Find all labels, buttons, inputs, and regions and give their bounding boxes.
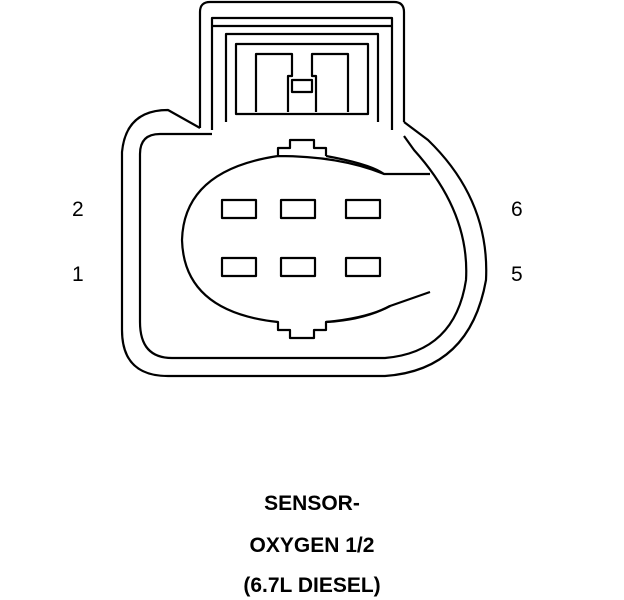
pin-cavity-right-edge [325,154,391,324]
connector-housing-inner [138,132,468,360]
locking-tab-outer [198,0,406,128]
terminal-pin-2 [220,198,258,220]
terminal-top-middle [279,198,317,220]
caption-line-3: (6.7L DIESEL) [243,574,381,597]
pin-label-1: 1 [72,263,84,286]
terminal-pin-6 [344,198,382,220]
caption-line-2: OXYGEN 1/2 [249,534,375,557]
caption-line-1: SENSOR- [264,492,360,515]
terminal-pin-5 [344,256,382,278]
pin-label-5: 5 [511,263,523,286]
connector-housing-outer [120,108,488,378]
pin-cavity [180,138,431,340]
latch-left-finger [254,52,294,112]
latch-right-finger [310,52,350,112]
pin-label-6: 6 [511,198,523,221]
pin-label-2: 2 [72,198,84,221]
terminal-pin-1 [220,256,258,278]
terminal-bottom-middle [279,256,317,278]
locking-tab-frame [224,32,380,122]
latch-slot [290,78,314,94]
latch-frame [234,42,370,116]
locking-tab-inner [210,16,394,130]
